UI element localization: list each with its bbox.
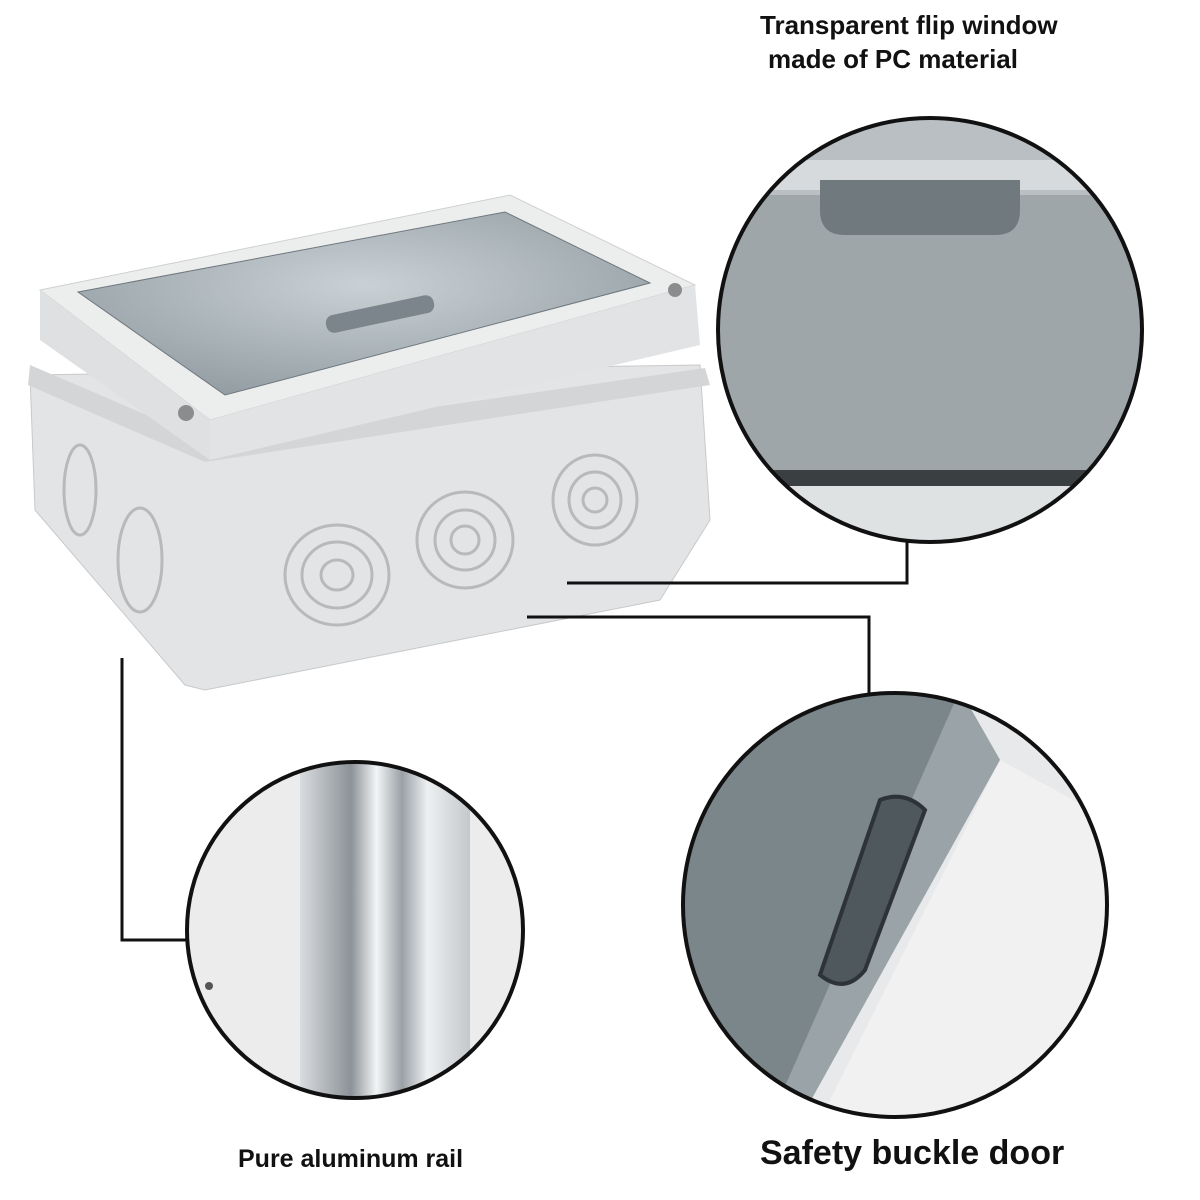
callout-flip-window-line1: Transparent flip window: [760, 10, 1058, 40]
detail-aluminum-rail: [185, 760, 525, 1100]
detail-safety-buckle-door: [681, 691, 1109, 1119]
leader-line-door: [527, 615, 871, 695]
enclosure-box: [28, 194, 711, 691]
detail-flip-window: [716, 116, 1144, 544]
callout-flip-window-line2: made of PC material: [768, 44, 1018, 74]
callout-flip-window: Transparent flip window made of PC mater…: [760, 8, 1058, 76]
callout-safety-buckle-door: Safety buckle door: [760, 1134, 1065, 1172]
callout-aluminum-rail: Pure aluminum rail: [238, 1145, 464, 1173]
leader-line-rail: [120, 658, 188, 942]
